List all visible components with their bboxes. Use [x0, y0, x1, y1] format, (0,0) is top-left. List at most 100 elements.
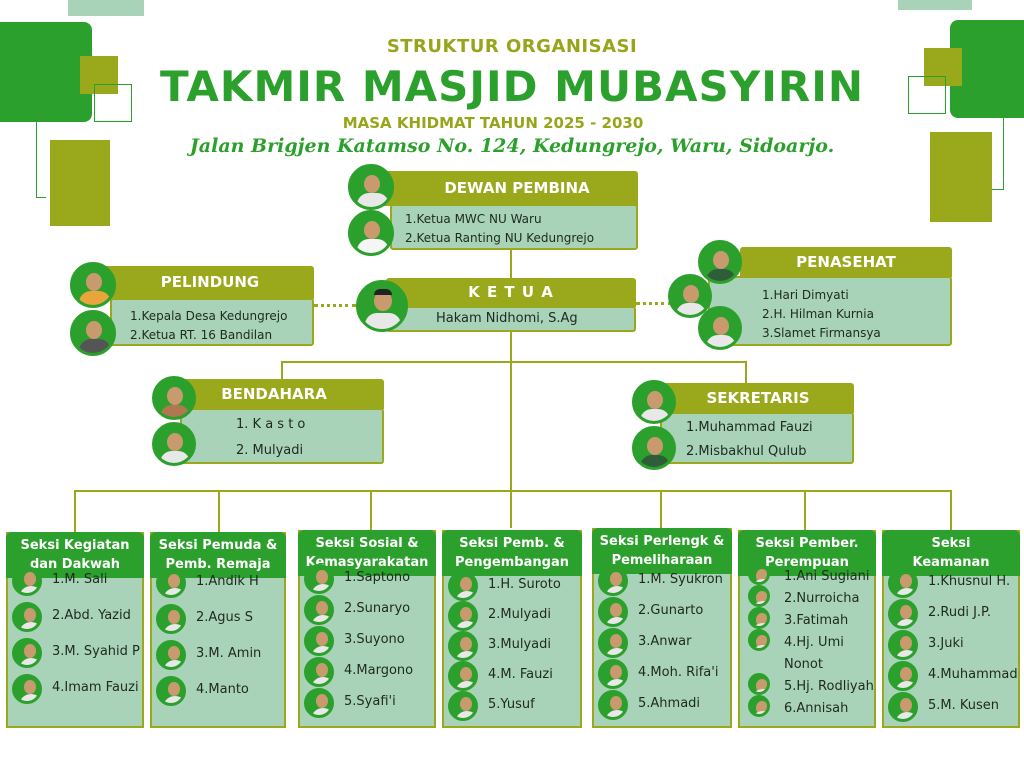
list-item: 3.Anwar [638, 634, 692, 649]
list-item: 5.Ahmadi [638, 696, 701, 711]
decor-outline [36, 120, 46, 198]
avatar [12, 566, 42, 596]
list-item: 2.Ketua RT. 16 Bandilan [130, 328, 273, 342]
decor-block [0, 22, 92, 122]
avatar [698, 306, 742, 350]
seksi-title-line: Pemeliharaan [611, 553, 713, 568]
connector-line [74, 490, 952, 492]
ketua-name: Hakam Nidhomi, S.Ag [436, 311, 578, 326]
avatar [888, 692, 918, 722]
seksi-title-line: Seksi Pemuda & [158, 538, 278, 553]
subtitle-period: MASA KHIDMAT TAHUN 2025 - 2030 [342, 114, 644, 132]
list-item: 1.Muhammad Fauzi [686, 420, 813, 435]
avatar [888, 568, 918, 598]
avatar [598, 659, 628, 689]
seksi-title-line: Pengembangan [455, 555, 569, 570]
list-item: 1.Hari Dimyati [762, 288, 849, 302]
avatar [748, 629, 770, 651]
list-item: 6.Annisah [784, 701, 849, 716]
decor-block [50, 140, 110, 226]
title-structure: STRUKTUR ORGANISASI [386, 36, 638, 57]
list-item: 1.Khusnul H. [928, 574, 1011, 589]
list-item: 3.Slamet Firmansya [762, 326, 881, 340]
list-item: 1.Andik H [196, 574, 259, 589]
seksi-title-line: Perempuan [765, 555, 849, 570]
connector-line [281, 361, 283, 383]
avatar [448, 631, 478, 661]
decor-block [924, 48, 962, 86]
pelindung-heading: PELINDUNG [96, 266, 314, 299]
list-item: 3.M. Amin [196, 646, 262, 661]
pelindung-box [110, 298, 314, 346]
list-item: 2.Rudi J.P. [928, 605, 992, 620]
list-item: 2.Ketua Ranting NU Kedungrejo [405, 231, 595, 245]
avatar [156, 568, 186, 598]
seksi-title-line: Seksi Kegiatan [20, 538, 130, 553]
seksi-title-line: Kemasyarakatan [305, 555, 429, 570]
decor-block [950, 20, 1024, 118]
connector-line [660, 490, 662, 530]
list-item: 2.H. Hilman Kurnia [762, 307, 874, 321]
list-item: 1.M. Syukron [638, 572, 723, 587]
list-item: 3.Fatimah [784, 613, 849, 628]
avatar [632, 426, 676, 470]
list-item: 5.Yusuf [488, 697, 535, 712]
list-item: 4.Moh. Rifa'i [638, 665, 719, 680]
avatar [888, 630, 918, 660]
bendahara-heading: BENDAHARA [164, 379, 384, 409]
dewan-pembina-heading: DEWAN PEMBINA [376, 171, 638, 206]
list-item: 5.Syafi'i [344, 694, 396, 709]
avatar [70, 310, 116, 356]
seksi-heading: Seksi Kegiatan dan Dakwah [6, 532, 144, 578]
list-item: 2.Mulyadi [488, 607, 551, 622]
list-item: 2.Misbakhul Qulub [686, 444, 807, 459]
sekretaris-heading: SEKRETARIS [654, 383, 854, 413]
seksi-title-line: dan Dakwah [29, 557, 121, 572]
avatar [748, 673, 770, 695]
seksi-title-line: Seksi Pemb. & [459, 536, 565, 551]
list-item: 3.Juki [928, 636, 964, 651]
list-item: 1. K a s t o [236, 417, 306, 432]
connector-line [804, 490, 806, 530]
list-item: 4.Muhammad [928, 667, 1018, 682]
list-item: 3.Mulyadi [488, 637, 551, 652]
list-item: 4.Margono [344, 663, 414, 678]
list-item: 4.Imam Fauzi [52, 680, 139, 695]
seksi-title-line: Keamanan [912, 555, 990, 570]
list-item: 3.M. Syahid P [52, 644, 140, 659]
decor-block [80, 56, 118, 94]
penasehat-box [708, 276, 952, 346]
dewan-pembina-box [390, 204, 638, 250]
avatar [598, 628, 628, 658]
seksi-heading: Seksi Perlengk &Pemeliharaan [592, 528, 732, 574]
decor-outline [908, 76, 946, 114]
avatar [12, 602, 42, 632]
list-item: 2.Sunaryo [344, 601, 411, 616]
avatar [156, 676, 186, 706]
avatar [598, 566, 628, 596]
bendahara-box [180, 408, 384, 464]
list-item: 1.Ketua MWC NU Waru [405, 212, 542, 226]
avatar [156, 640, 186, 670]
connector-line [281, 361, 747, 363]
connector-line [510, 250, 512, 528]
avatar [448, 691, 478, 721]
avatar [348, 164, 394, 210]
avatar [304, 564, 334, 594]
list-item: 1.M. Sali [52, 572, 108, 587]
connector-line [74, 490, 76, 532]
sekretaris-list: 1.Muhammad Fauzi 2.Misbakhul Qulub [686, 416, 813, 464]
avatar [748, 695, 770, 717]
list-item: 1.H. Suroto [488, 577, 561, 592]
subtitle-address: Jalan Brigjen Katamso No. 124, Kedungrej… [189, 135, 835, 157]
